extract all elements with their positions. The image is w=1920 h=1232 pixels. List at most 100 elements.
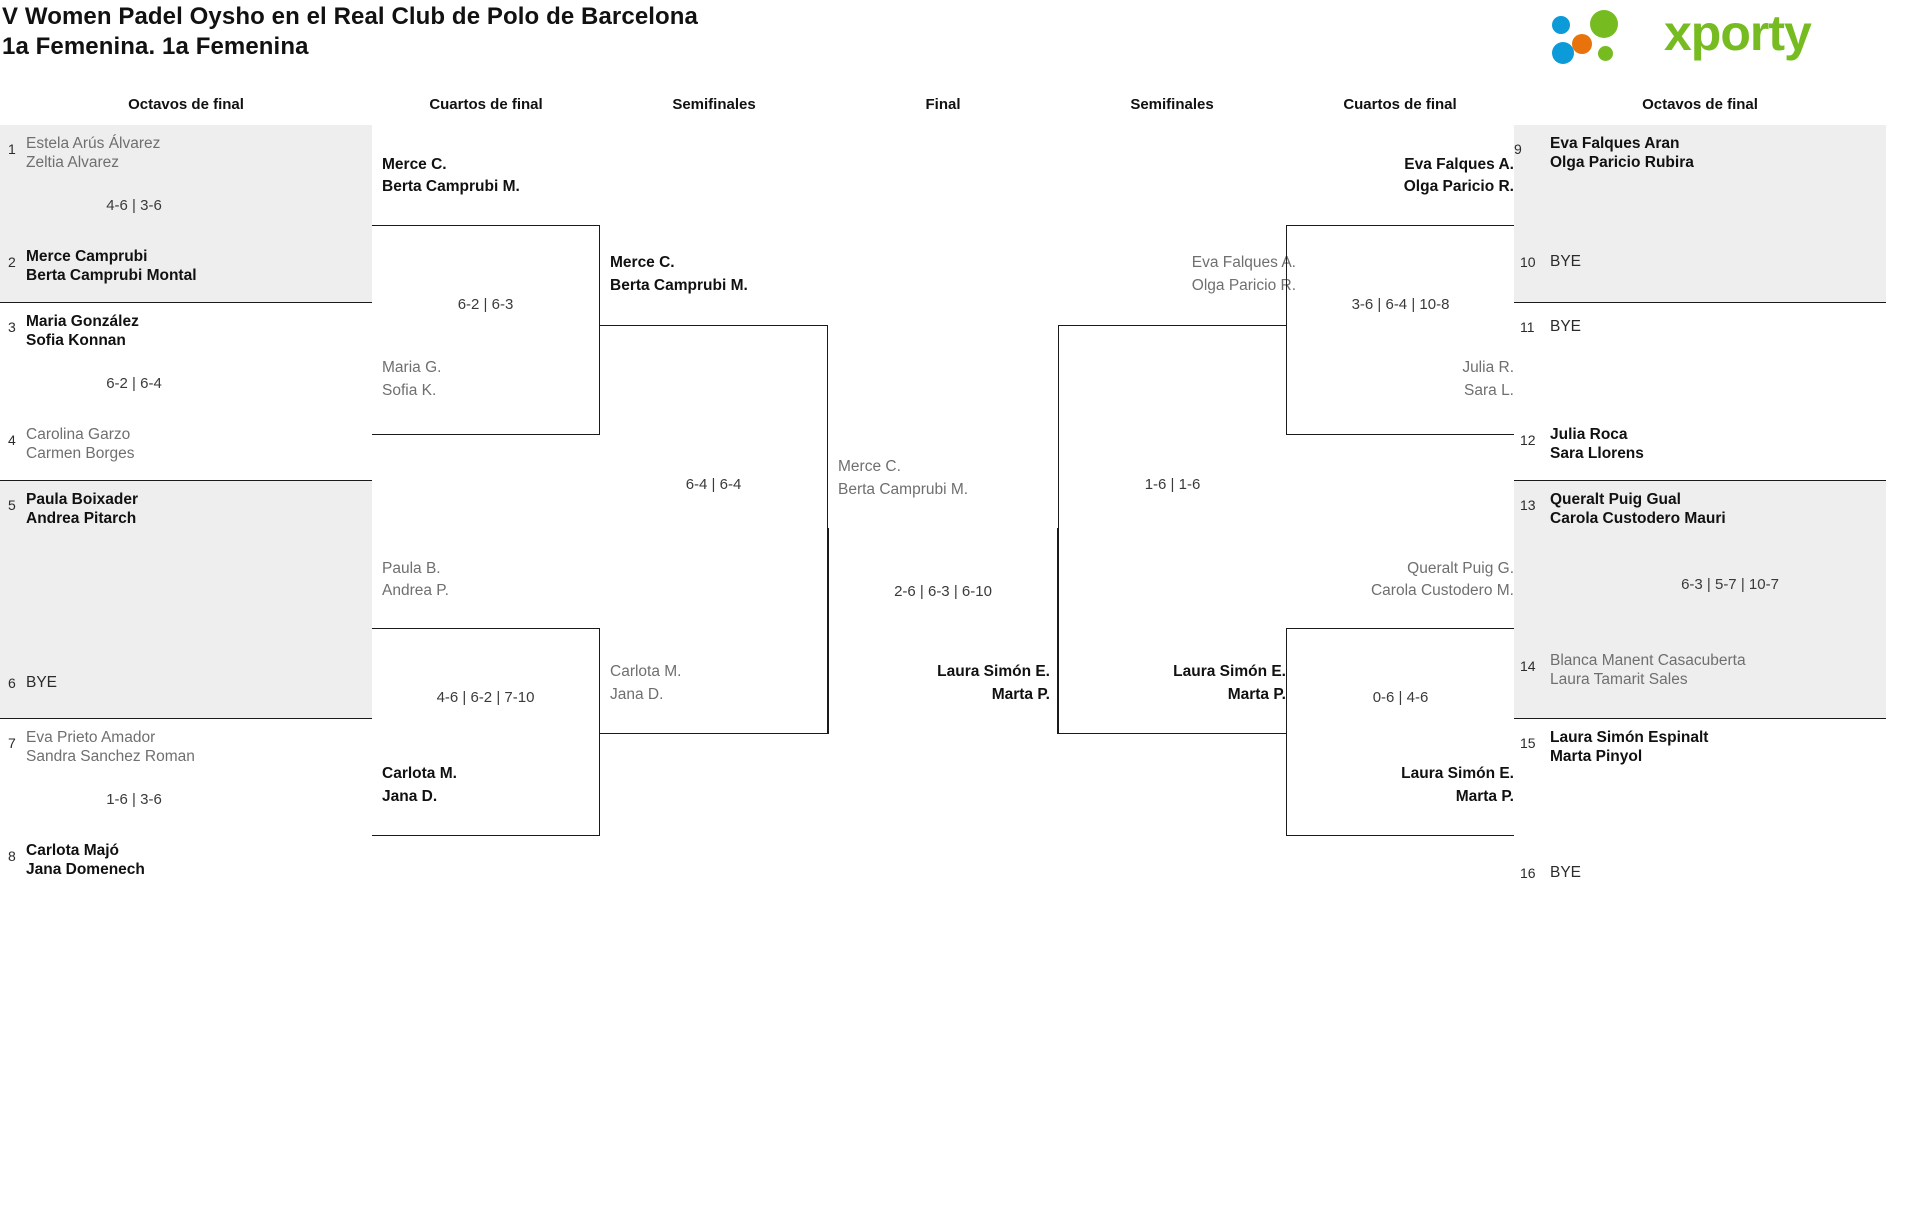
list-item[interactable]: 6 BYE (0, 631, 372, 719)
round-label-final: Final (925, 96, 961, 113)
match-score: 2-6 | 6-3 | 6-10 (894, 583, 992, 600)
left-qf-mid-team-line1: Maria G. (382, 359, 442, 376)
list-item[interactable]: 8 Carlota Majó Jana Domenech (0, 821, 372, 939)
left-qf-bot-team-line2: Jana D. (382, 788, 438, 805)
left-sf-bot-team-line1: Carlota M. (610, 663, 682, 680)
tournament-name: V Women Padel Oysho en el Real Club de P… (2, 3, 698, 30)
page-title: V Women Padel Oysho en el Real Club de P… (2, 2, 698, 62)
xporty-logo[interactable]: xporty (1534, 5, 1904, 64)
final-connector: 2-6 | 6-3 | 6-10 (828, 528, 1058, 734)
match-score: 6-2 | 6-4 (106, 375, 162, 392)
match-score: 3-6 | 6-4 | 10-8 (1351, 296, 1450, 313)
right-qf-mid-team-line1: Julia R. (1462, 359, 1514, 376)
match-score: 0-6 | 4-6 (1372, 689, 1429, 706)
player-name-1: BYE (1550, 253, 1582, 270)
list-item[interactable]: 7 Eva Prieto Amador Sandra Sanchez Roman… (0, 719, 372, 821)
player-name-2: Sara Llorens (1550, 445, 1644, 462)
right-qf-bot-upper-line2: Carola Custodero M. (1370, 582, 1514, 599)
final-connector-left-edge (828, 528, 829, 734)
right-sf-top-team-line1: Eva Falques A. (1191, 254, 1296, 271)
list-item[interactable]: 13 Queralt Puig Gual Carola Custodero Ma… (1514, 481, 1886, 631)
right-sf-bot-team-line1: Laura Simón E. (1173, 663, 1286, 680)
match-score: 6-2 | 6-3 (457, 296, 514, 313)
right-sf-top-team-line2: Olga Paricio R. (1191, 277, 1296, 294)
player-name-2: Marta Pinyol (1550, 748, 1643, 765)
seed-number: 9 (1514, 141, 1522, 157)
left-qf-bot-team-line1: Carlota M. (382, 765, 457, 782)
list-item[interactable]: 5 Paula Boixader Andrea Pitarch (0, 481, 372, 631)
seed-number: 6 (8, 675, 16, 691)
list-item[interactable]: 1 Estela Arús Álvarez Zeltia Alvarez 4-6… (0, 125, 372, 227)
list-item[interactable]: 9 Eva Falques Aran Olga Paricio Rubira (1514, 125, 1886, 227)
player-name-1: Merce Camprubi (26, 248, 148, 265)
right-qf-connector-top: 3-6 | 6-4 | 10-8 (1286, 225, 1514, 435)
list-item[interactable]: 11 BYE (1514, 303, 1886, 405)
seed-number: 14 (1520, 658, 1536, 674)
left-qf-mid-team-line2: Sofia K. (382, 382, 437, 399)
left-qf-bot-upper-line1: Paula B. (382, 560, 441, 577)
player-name-1: BYE (26, 674, 58, 691)
right-qf-top-team-line2: Olga Paricio R. (1403, 178, 1514, 195)
final-top-team-line2: Berta Camprubi M. (838, 481, 969, 498)
left-qf-top-team-line1: Merce C. (382, 156, 447, 173)
left-sf-top-team-line1: Merce C. (610, 254, 675, 271)
match-score: 6-3 | 5-7 | 10-7 (1681, 576, 1779, 593)
round-label-left-r16: Octavos de final (128, 96, 244, 113)
seed-number: 2 (8, 254, 16, 270)
seed-number: 5 (8, 497, 16, 513)
player-name-2: Carola Custodero Mauri (1550, 510, 1726, 527)
match-score: 6-4 | 6-4 (685, 476, 742, 493)
seed-number: 3 (8, 319, 16, 335)
page-header: V Women Padel Oysho en el Real Club de P… (0, 0, 1920, 72)
list-item[interactable]: 4 Carolina Garzo Carmen Borges (0, 405, 372, 481)
player-name-1: BYE (1550, 318, 1582, 335)
player-name-2: Olga Paricio Rubira (1550, 154, 1694, 171)
left-sf-connector: 6-4 | 6-4 (600, 325, 828, 734)
right-qf-bot-team-line2: Marta P. (1455, 788, 1514, 805)
final-connector-right-edge (1057, 528, 1058, 734)
left-qf-connector-top: 6-2 | 6-3 (372, 225, 600, 435)
right-qf-top-team-line1: Eva Falques A. (1404, 156, 1514, 173)
tournament-category: 1a Femenina. 1a Femenina (2, 33, 309, 60)
list-item[interactable]: 12 Julia Roca Sara Llorens (1514, 405, 1886, 481)
player-name-1: Queralt Puig Gual (1550, 491, 1681, 508)
player-name-2: Carmen Borges (26, 445, 135, 462)
round-label-right-r16: Octavos de final (1642, 96, 1758, 113)
left-qf-top-team-line2: Berta Camprubi M. (382, 178, 520, 195)
final-bot-team-line2: Marta P. (991, 686, 1050, 703)
list-item[interactable]: 10 BYE (1514, 227, 1886, 303)
round-label-right-qf: Cuartos de final (1343, 96, 1457, 113)
player-name-2: Andrea Pitarch (26, 510, 137, 527)
player-name-1: Estela Arús Álvarez (26, 135, 161, 152)
player-name-1: Julia Roca (1550, 426, 1628, 443)
list-item[interactable]: 2 Merce Camprubi Berta Camprubi Montal (0, 227, 372, 303)
seed-number: 11 (1520, 319, 1535, 335)
right-sf-connector: 1-6 | 1-6 (1058, 325, 1286, 734)
right-qf-mid-team-line2: Sara L. (1464, 382, 1514, 399)
list-item[interactable]: 14 Blanca Manent Casacuberta Laura Tamar… (1514, 631, 1886, 719)
player-name-1: Carlota Majó (26, 842, 120, 859)
right-qf-bot-upper-line1: Queralt Puig G. (1407, 560, 1514, 577)
seed-number: 8 (8, 848, 16, 864)
left-sf-bot-team-line2: Jana D. (610, 686, 664, 703)
player-name-2: Sofia Konnan (26, 332, 126, 349)
right-qf-bot-team-line1: Laura Simón E. (1401, 765, 1514, 782)
seed-number: 4 (8, 432, 16, 448)
player-name-1: Eva Falques Aran (1550, 135, 1680, 152)
final-bot-team-line1: Laura Simón E. (937, 663, 1050, 680)
match-score: 1-6 | 1-6 (1144, 476, 1201, 493)
list-item[interactable]: 3 Maria González Sofia Konnan 6-2 | 6-4 (0, 303, 372, 405)
seed-number: 12 (1520, 432, 1536, 448)
player-name-2: Berta Camprubi Montal (26, 267, 197, 284)
right-seed-column: 9 Eva Falques Aran Olga Paricio Rubira 1… (1514, 125, 1886, 939)
list-item[interactable]: 16 BYE (1514, 821, 1886, 939)
right-qf-connector-bottom: 0-6 | 4-6 (1286, 628, 1514, 836)
player-name-2: Zeltia Alvarez (26, 154, 120, 171)
seed-number: 16 (1520, 865, 1536, 881)
list-item[interactable]: 15 Laura Simón Espinalt Marta Pinyol (1514, 719, 1886, 821)
seed-number: 13 (1520, 497, 1536, 513)
seed-number: 7 (8, 735, 16, 751)
player-name-1: Laura Simón Espinalt (1550, 729, 1709, 746)
left-seed-column: 1 Estela Arús Álvarez Zeltia Alvarez 4-6… (0, 125, 372, 939)
